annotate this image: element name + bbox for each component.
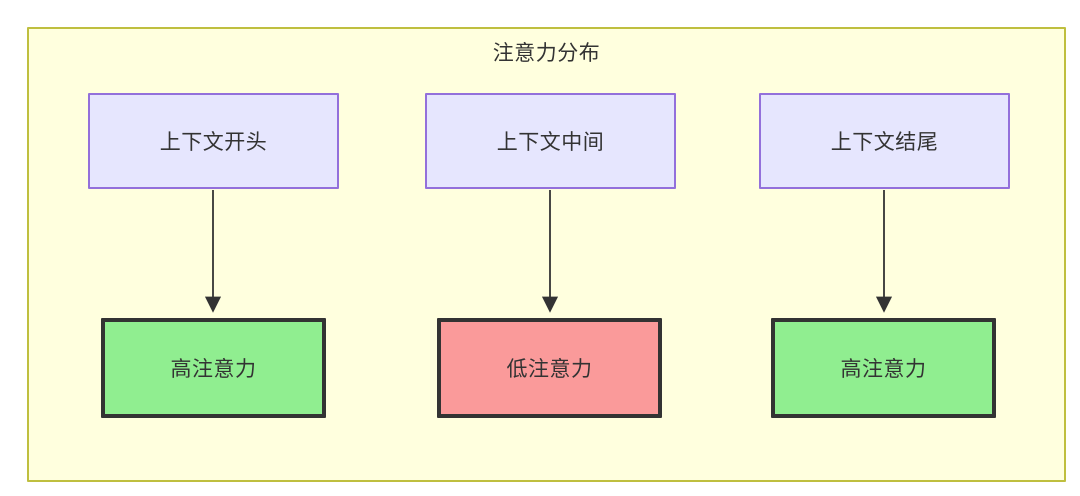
node-attn-high-start[interactable]: 高注意力 <box>101 318 326 418</box>
node-ctx-end-label: 上下文结尾 <box>830 131 939 154</box>
node-ctx-start[interactable]: 上下文开头 <box>88 93 339 189</box>
node-ctx-start-label: 上下文开头 <box>159 131 268 154</box>
subgraph-title: 注意力分布 <box>492 42 601 65</box>
node-attn-high-end[interactable]: 高注意力 <box>771 318 996 418</box>
node-attn-high-end-label: 高注意力 <box>840 358 927 381</box>
node-ctx-middle[interactable]: 上下文中间 <box>425 93 676 189</box>
node-attn-low-middle[interactable]: 低注意力 <box>437 318 662 418</box>
node-ctx-middle-label: 上下文中间 <box>496 131 605 154</box>
node-ctx-end[interactable]: 上下文结尾 <box>759 93 1010 189</box>
node-attn-high-start-label: 高注意力 <box>170 358 257 381</box>
node-attn-low-middle-label: 低注意力 <box>506 358 593 381</box>
